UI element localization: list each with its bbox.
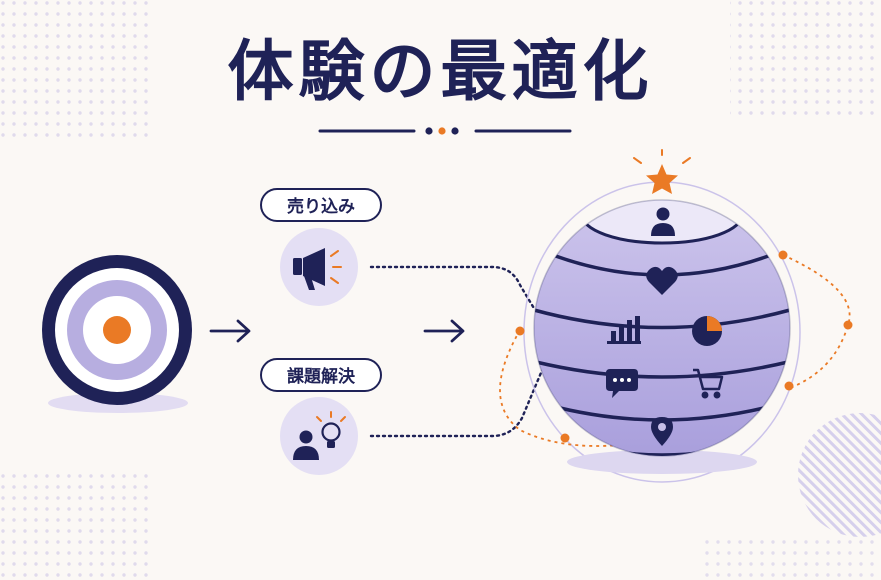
user-icon xyxy=(651,207,675,236)
pie-chart-icon xyxy=(692,316,722,346)
connector-lines xyxy=(369,265,545,438)
heart-icon xyxy=(646,266,678,295)
target-icon xyxy=(42,255,192,413)
map-pin-icon xyxy=(651,417,673,446)
shopping-cart-icon xyxy=(693,368,724,399)
arrow-right-icon xyxy=(209,319,251,343)
bar-chart-icon xyxy=(607,316,641,344)
label-selling: 売り込み xyxy=(260,188,382,222)
chat-bubble-icon xyxy=(606,369,638,398)
arrow-right-icon xyxy=(423,319,465,343)
page-title: 体験の最適化 xyxy=(227,33,654,110)
person-lightbulb-icon xyxy=(280,397,358,475)
label-problem-solving: 課題解決 xyxy=(260,358,382,392)
title-divider xyxy=(318,127,572,135)
megaphone-icon xyxy=(280,228,358,306)
star-icon xyxy=(633,149,691,194)
